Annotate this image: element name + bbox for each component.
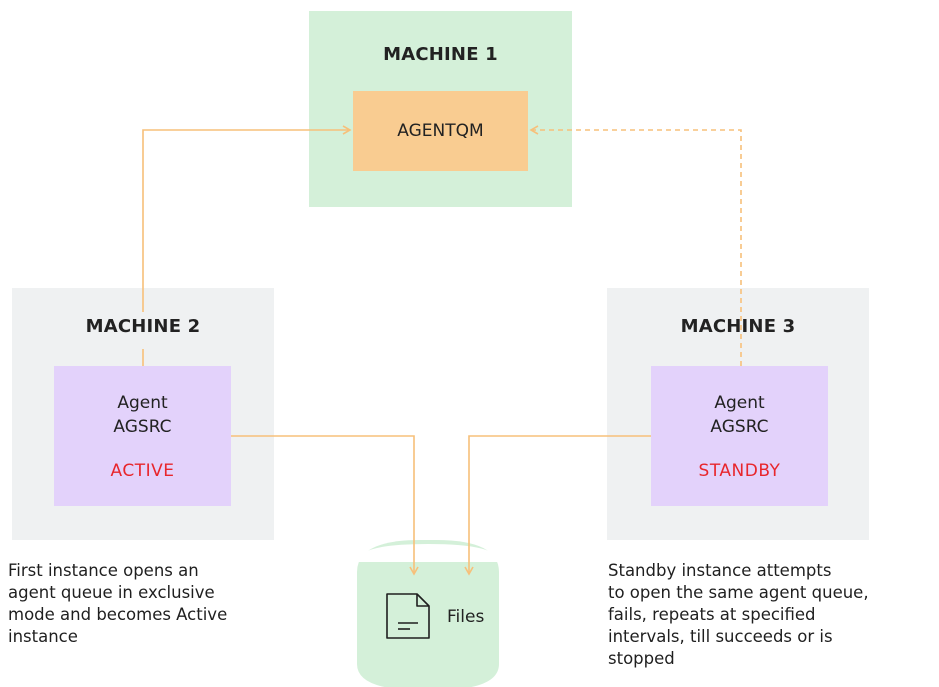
agent-standby-name: AGSRC: [710, 417, 769, 437]
active-caption: First instance opens an agent queue in e…: [8, 560, 227, 648]
standby-caption-line: fails, repeats at specified: [608, 605, 816, 624]
standby-to-files-arrow: [464, 435, 651, 576]
agent-active-status: ACTIVE: [110, 461, 175, 481]
agent-active-name: AGSRC: [113, 417, 172, 437]
active-caption-line: mode and becomes Active: [8, 605, 228, 624]
agent-active-label: Agent: [117, 393, 168, 413]
agentqm-box: AGENTQM: [353, 91, 528, 171]
agent-standby-status: STANDBY: [698, 461, 781, 481]
agent-standby-box: Agent AGSRC STANDBY: [651, 366, 828, 506]
document-icon: [386, 593, 430, 639]
files-label: Files: [447, 607, 485, 627]
standby-caption-line: intervals, till succeeds or is: [608, 627, 833, 646]
active-caption-line: agent queue in exclusive: [8, 583, 215, 602]
agent-active-box: Agent AGSRC ACTIVE: [54, 366, 231, 506]
active-to-qm-arrow: [142, 125, 352, 312]
machine-1-title: MACHINE 1: [383, 44, 498, 65]
active-caption-line: First instance opens an: [8, 561, 199, 580]
machine-2-title: MACHINE 2: [85, 316, 201, 337]
standby-caption-line: stopped: [608, 649, 675, 668]
standby-caption-line: to open the same agent queue,: [608, 583, 869, 602]
standby-caption-line: Standby instance attempts: [608, 561, 832, 580]
active-to-files-arrow: [231, 435, 419, 576]
agentqm-label: AGENTQM: [397, 121, 484, 141]
machine-3-title: MACHINE 3: [680, 316, 796, 337]
standby-to-qm-arrow: [529, 125, 742, 366]
active-caption-line: instance: [8, 627, 78, 646]
standby-caption: Standby instance attempts to open the sa…: [608, 560, 869, 670]
agent-standby-label: Agent: [714, 393, 765, 413]
